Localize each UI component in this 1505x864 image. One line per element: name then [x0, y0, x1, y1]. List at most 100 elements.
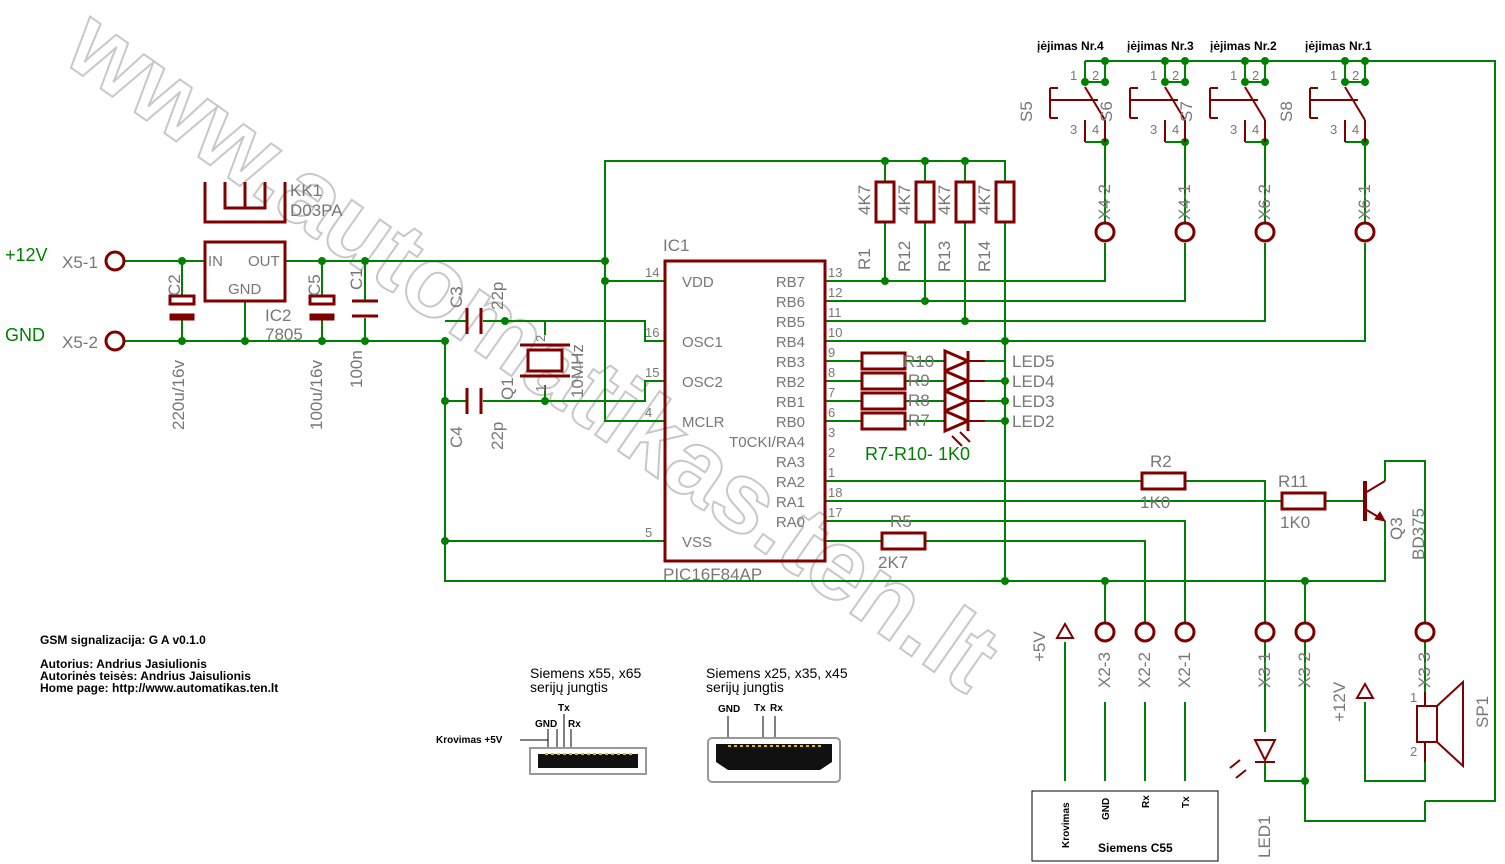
- label-x5-2: X5-2: [62, 333, 98, 352]
- capacitor-c2: [168, 294, 196, 321]
- input-title-4: įėjimas Nr.4: [1037, 39, 1104, 53]
- c55-tx: Tx: [1181, 796, 1192, 808]
- label-x6-2: X6-2: [1255, 184, 1274, 220]
- transistor-q3: [1363, 480, 1386, 522]
- reg-in-label: IN: [208, 253, 223, 270]
- svg-text:2: 2: [1092, 68, 1099, 83]
- label-led1: LED1: [1255, 815, 1274, 858]
- label-r2: R2: [1150, 452, 1172, 471]
- svg-text:1: 1: [1150, 68, 1157, 83]
- ic1-pin-num: 1: [828, 465, 835, 480]
- label-q3: Q3: [1387, 517, 1406, 540]
- svg-text:4: 4: [1352, 122, 1359, 137]
- svg-text:2: 2: [1172, 68, 1179, 83]
- terminal-x3-2: [1294, 621, 1316, 643]
- ic1-pin-num: 5: [645, 525, 652, 540]
- info-line4: Home page: http://www.automatikas.ten.lt: [40, 681, 278, 695]
- resistor-r5: [880, 531, 927, 551]
- ic1-pin-name: RB7: [776, 274, 805, 291]
- ic1-pin-num: 11: [828, 305, 842, 320]
- ic1-pin-name: RA2: [776, 474, 805, 491]
- label-c2: C2: [165, 274, 184, 296]
- heatsink-kk1: [203, 182, 287, 224]
- info-line3: Autorinės teisės: Andrius Jaisulionis: [40, 669, 251, 683]
- label-c5-val: 100u/16v: [307, 360, 326, 430]
- svg-text:3: 3: [1070, 122, 1077, 137]
- label-ic2: IC2: [265, 306, 291, 325]
- label-c4-val: 22p: [488, 422, 507, 450]
- label-x2-1: X2-1: [1175, 652, 1194, 688]
- label-s7: S7: [1177, 101, 1196, 122]
- svg-text:3: 3: [1230, 122, 1237, 137]
- ic1-pin-name: OSC2: [682, 374, 723, 391]
- ic1-pin-num: 4: [645, 405, 652, 420]
- info-line2: Autorius: Andrius Jasiulionis: [40, 657, 207, 671]
- resistor-r9: [860, 371, 907, 391]
- terminal-x2-1: [1174, 621, 1196, 643]
- label-r5: R5: [890, 512, 912, 531]
- terminal-x6-1: [1354, 221, 1376, 243]
- label-r8: R8: [908, 391, 930, 410]
- resistor-r1: [874, 180, 896, 224]
- label-q1: Q1: [498, 377, 517, 400]
- terminal-x3-3: [1414, 621, 1436, 643]
- resistor-r2: [1140, 471, 1187, 491]
- label-c3-val: 22p: [488, 282, 507, 310]
- label-plus12b: +12V: [1330, 681, 1349, 722]
- label-plus12: +12V: [5, 245, 48, 265]
- siemens-a-gnd: GND: [535, 719, 557, 730]
- input-title-3: įėjimas Nr.3: [1127, 39, 1194, 53]
- label-r12-val: 4K7: [895, 185, 914, 215]
- siemens-a-connector: [520, 714, 647, 775]
- info-line1: GSM signalizacija: G A v0.1.0: [40, 633, 206, 647]
- svg-text:2: 2: [1352, 68, 1359, 83]
- label-c1-val: 100n: [347, 350, 366, 388]
- input-title-2: įėjimas Nr.2: [1210, 39, 1277, 53]
- resistor-r8: [860, 391, 907, 411]
- label-r1-val: 4K7: [855, 185, 874, 215]
- label-x3-3: X3-3: [1415, 652, 1434, 688]
- ic1-pin-num: 17: [828, 505, 842, 520]
- svg-text:3: 3: [1330, 122, 1337, 137]
- resistor-r12: [914, 180, 936, 224]
- ic1-pin-name: RA1: [776, 494, 805, 511]
- siemens-b-title2: serijų jungtis: [706, 679, 784, 695]
- crystal-q1: [520, 343, 570, 378]
- label-x3-1: X3-1: [1255, 652, 1274, 688]
- svg-text:4: 4: [1252, 122, 1259, 137]
- terminal-x3-1: [1254, 621, 1276, 643]
- ic1-pin-name: RB5: [776, 314, 805, 331]
- label-plus5: +5V: [1030, 631, 1049, 662]
- ic1-pin-num: 16: [645, 325, 659, 340]
- svg-text:1: 1: [1330, 68, 1337, 83]
- c55-krovimas: Krovimas: [1061, 802, 1072, 848]
- arrow-plus5: [1055, 621, 1075, 639]
- label-r11: R11: [1278, 472, 1308, 491]
- c55-rx: Rx: [1141, 795, 1152, 808]
- ic1-pin-num: 8: [828, 365, 835, 380]
- ic1-pin-num: 2: [828, 445, 835, 460]
- svg-text:4: 4: [1092, 122, 1099, 137]
- switches: [1049, 86, 1366, 142]
- label-x4-1: X4-1: [1175, 184, 1194, 220]
- label-ic2-type: 7805: [265, 325, 303, 344]
- label-r14-val: 4K7: [975, 185, 994, 215]
- label-r13-val: 4K7: [935, 185, 954, 215]
- label-x2-2: X2-2: [1135, 652, 1154, 688]
- sp1-pin2: 2: [1410, 744, 1417, 759]
- ic1-pin-num: 13: [828, 265, 842, 280]
- resistor-r14: [994, 180, 1016, 224]
- label-r1: R1: [855, 248, 874, 270]
- label-c5: C5: [305, 274, 324, 296]
- junctions: [178, 57, 1369, 785]
- label-r14: R14: [975, 241, 994, 272]
- sp1-pin1: 1: [1410, 690, 1417, 705]
- ic1-pin-name: T0CKI/RA4: [729, 434, 805, 451]
- svg-text:2: 2: [1252, 68, 1259, 83]
- ic1-pin-name: RA3: [776, 454, 805, 471]
- label-x3-2: X3-2: [1295, 652, 1314, 688]
- q1-pin2: 2: [533, 335, 548, 342]
- capacitor-c1: [352, 299, 378, 318]
- arrow-plus12: [1355, 681, 1375, 699]
